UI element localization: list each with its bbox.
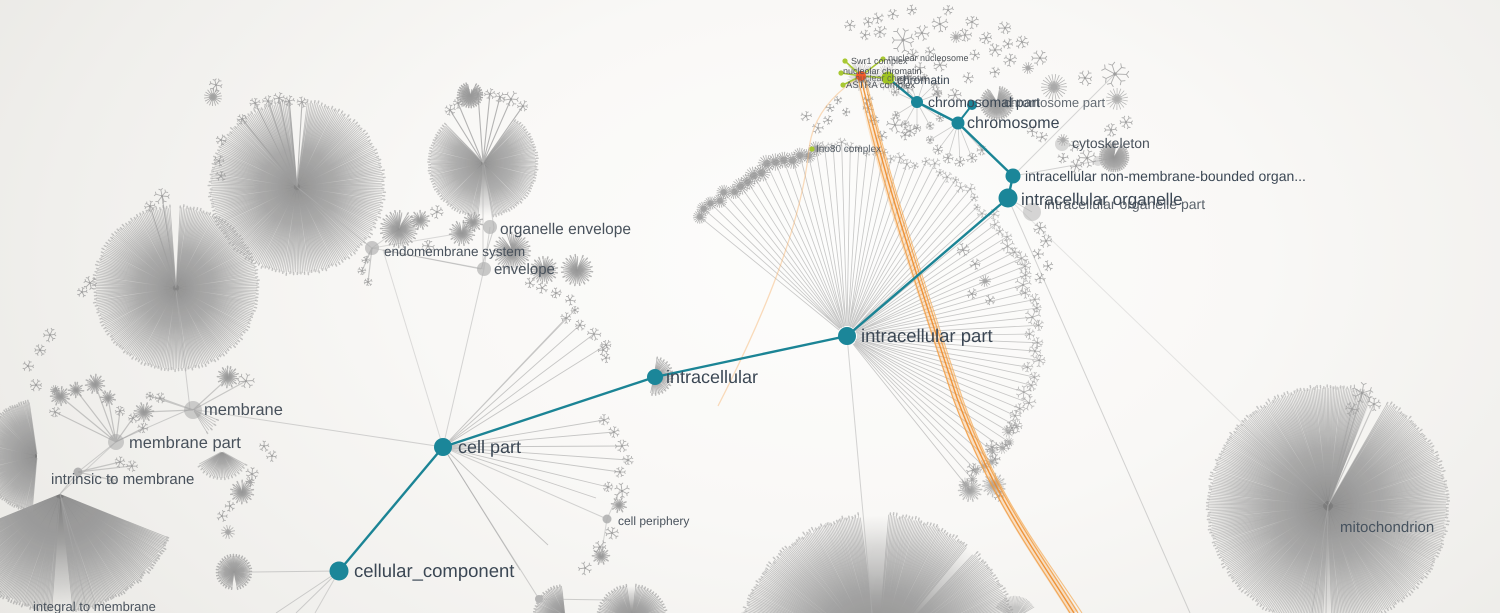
svg-text:Ino80 complex: Ino80 complex — [816, 144, 881, 155]
svg-text:intrinsic to membrane: intrinsic to membrane — [51, 471, 194, 488]
svg-text:ASTRA complex: ASTRA complex — [846, 80, 915, 91]
svg-text:intracellular organelle: intracellular organelle — [1021, 190, 1183, 209]
svg-text:intracellular non-membrane-bou: intracellular non-membrane-bounded organ… — [1025, 168, 1306, 184]
svg-text:cytoskeleton: cytoskeleton — [1072, 135, 1150, 151]
svg-text:nucleolar chromatin: nucleolar chromatin — [843, 66, 922, 76]
svg-text:integral to membrane: integral to membrane — [33, 599, 156, 613]
svg-text:envelope: envelope — [494, 261, 555, 278]
svg-text:intracellular part: intracellular part — [861, 325, 993, 346]
svg-text:chromosome part: chromosome part — [1004, 95, 1106, 110]
svg-text:nuclear chromatin: nuclear chromatin — [855, 73, 927, 83]
svg-text:membrane part: membrane part — [129, 434, 241, 452]
svg-text:chromosomal part: chromosomal part — [928, 94, 1040, 110]
svg-text:mitochondrion: mitochondrion — [1340, 519, 1434, 536]
svg-text:Swr1 complex: Swr1 complex — [851, 56, 908, 66]
svg-text:intracellular: intracellular — [666, 367, 758, 387]
svg-text:organelle envelope: organelle envelope — [500, 221, 631, 238]
svg-text:cell periphery: cell periphery — [618, 514, 689, 528]
svg-text:chromatin: chromatin — [897, 73, 950, 87]
svg-text:intracellular organelle part: intracellular organelle part — [1044, 196, 1205, 212]
svg-text:cell part: cell part — [458, 437, 521, 457]
svg-text:chromosome: chromosome — [967, 115, 1060, 132]
svg-text:membrane: membrane — [204, 401, 283, 419]
svg-text:cellular_component: cellular_component — [354, 560, 514, 581]
svg-text:nuclear nucleosome: nuclear nucleosome — [888, 53, 969, 63]
svg-text:endomembrane system: endomembrane system — [384, 244, 525, 259]
